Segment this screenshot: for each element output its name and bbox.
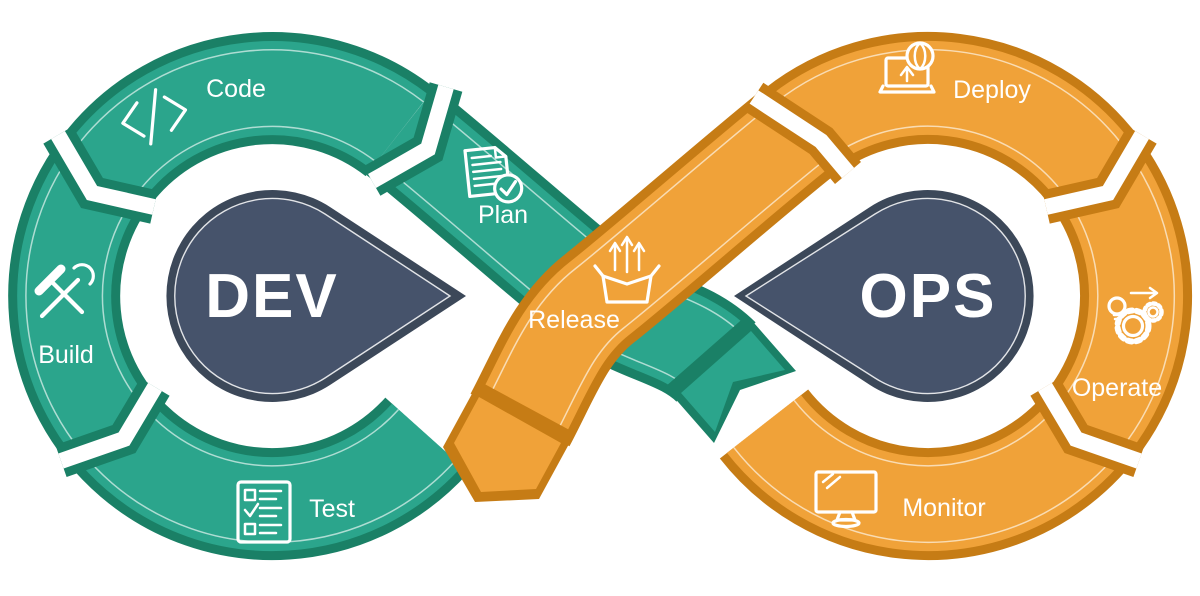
dev-chevron-gaps xyxy=(43,82,463,478)
label-build: Build xyxy=(38,341,94,369)
deploy-laptop-icon xyxy=(878,41,936,94)
dev-core: DEV xyxy=(166,189,466,402)
label-deploy: Deploy xyxy=(953,76,1031,104)
ops-chevron-gaps xyxy=(744,82,1157,478)
ops-core: OPS xyxy=(734,190,1034,402)
dev-ring-fill-inner xyxy=(26,50,455,542)
code-icon xyxy=(121,88,188,146)
ops-label: OPS xyxy=(860,262,997,331)
build-tools-icon xyxy=(34,263,95,319)
label-operate: Operate xyxy=(1072,374,1162,402)
label-release: Release xyxy=(528,306,620,334)
label-monitor: Monitor xyxy=(902,494,985,522)
monitor-screen-icon xyxy=(814,470,878,529)
label-plan: Plan xyxy=(478,201,528,229)
dev-band-tail xyxy=(681,331,785,432)
release-band-fill-inner xyxy=(486,101,824,438)
release-box-icon xyxy=(593,235,661,304)
plan-document-icon xyxy=(463,145,524,204)
ops-ring-fill-inner xyxy=(734,50,1174,542)
ops-core-fill xyxy=(744,197,1026,395)
test-checklist-icon xyxy=(236,480,292,544)
ops-loop xyxy=(443,32,1192,560)
operate-gears-icon xyxy=(1107,286,1164,345)
dev-core-fill xyxy=(174,197,452,395)
dev-label: DEV xyxy=(205,262,338,331)
release-band-tail xyxy=(454,397,561,492)
label-test: Test xyxy=(309,495,355,523)
label-code: Code xyxy=(206,75,266,103)
